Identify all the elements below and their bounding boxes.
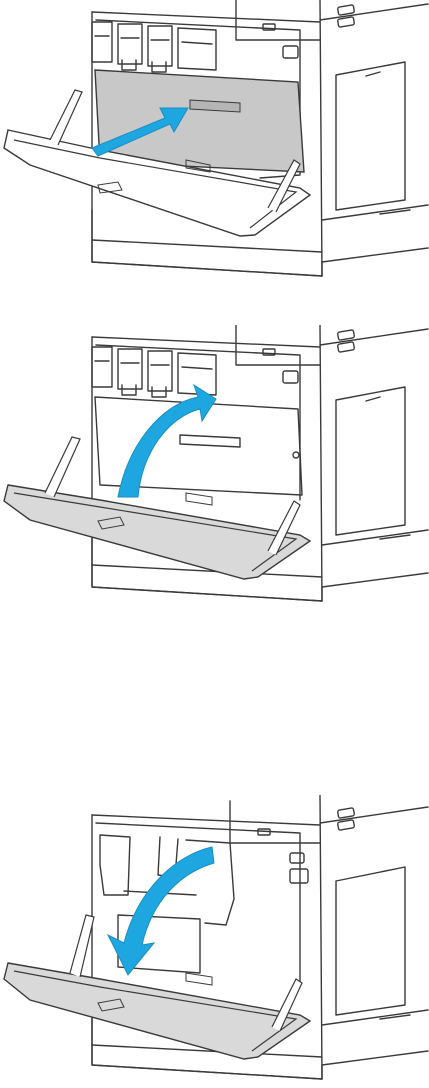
- blue-arrow-icon: [108, 847, 214, 975]
- step-2-illustration: [0, 325, 429, 625]
- toner-cartridge-icon: [92, 22, 216, 72]
- printer-illustration-2: [0, 325, 429, 625]
- printer-illustration-3: [0, 795, 429, 1088]
- step-1-illustration: [0, 0, 429, 290]
- step-3-illustration: [0, 795, 429, 1088]
- printer-illustration-1: [0, 0, 429, 290]
